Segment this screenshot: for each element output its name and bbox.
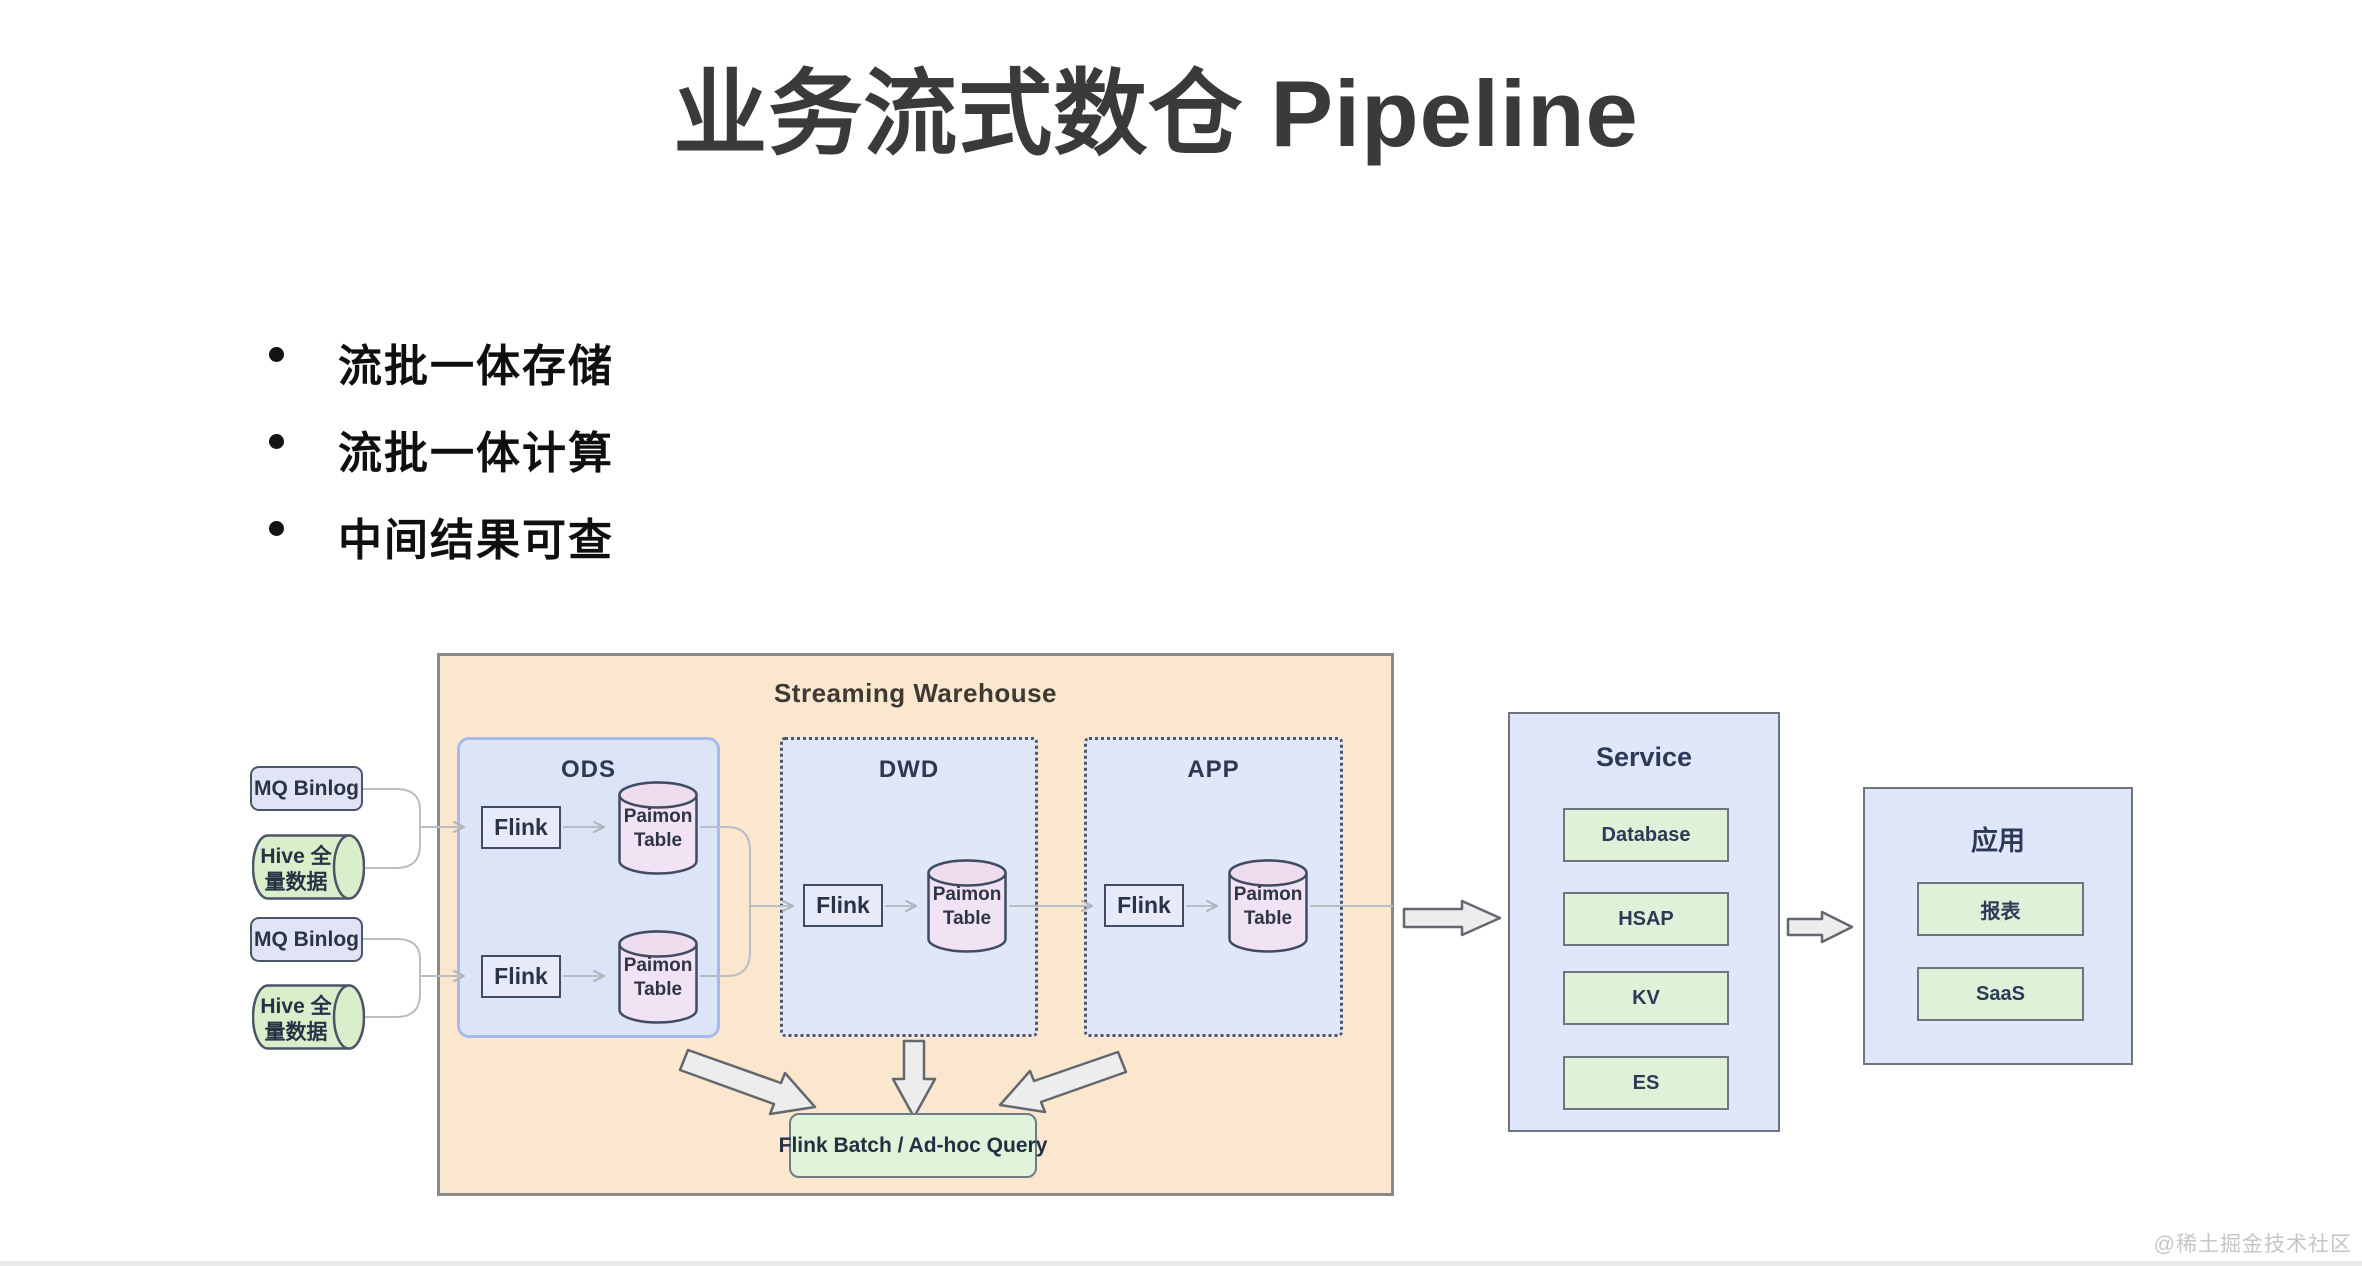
watermark: @稀土掘金技术社区 xyxy=(2153,1233,2352,1256)
cylinder-shape-icon xyxy=(618,781,698,875)
hive-label: Hive 全量数据 xyxy=(260,845,332,895)
batch-query-node: Flink Batch / Ad-hoc Query xyxy=(779,1113,1047,1178)
mq-binlog-node: MQ Binlog xyxy=(250,917,363,962)
cylinder-shape-icon xyxy=(618,930,698,1024)
paimon-table-cylinder: Paimon Table xyxy=(618,930,698,1024)
flink-node: Flink xyxy=(1104,884,1184,927)
bullet-dot-icon xyxy=(269,521,284,536)
app-zone-label: APP xyxy=(1187,756,1240,783)
service-panel-title: Service xyxy=(1595,742,1693,772)
service-item: ES xyxy=(1563,1056,1729,1110)
bullet-text: 流批一体计算 xyxy=(338,429,614,478)
page-title: 业务流式数仓 Pipeline xyxy=(673,61,1639,166)
paimon-label: Paimon Table xyxy=(932,884,1002,929)
application-panel-title: 应用 xyxy=(1971,826,2025,856)
bullet-text: 中间结果可查 xyxy=(338,516,614,565)
cylinder-shape-icon xyxy=(1228,859,1308,953)
service-item: KV xyxy=(1563,971,1729,1025)
block-arrow-to-application-icon xyxy=(1786,910,1854,944)
bullet-item: 流批一体计算 xyxy=(269,417,614,481)
cylinder-shape-icon xyxy=(927,859,1007,953)
paimon-label: Paimon Table xyxy=(623,806,693,851)
ods-zone-label: ODS xyxy=(560,756,616,783)
flink-node: Flink xyxy=(481,806,561,849)
bullet-text: 流批一体存储 xyxy=(338,342,614,391)
service-panel: Service Database HSAP KV ES xyxy=(1508,712,1780,1132)
hive-data-cylinder: Hive 全量数据 xyxy=(252,984,365,1050)
service-item: HSAP xyxy=(1563,892,1729,946)
bullet-dot-icon xyxy=(269,347,284,362)
bullet-dot-icon xyxy=(269,434,284,449)
paimon-table-cylinder: Paimon Table xyxy=(618,781,698,875)
application-panel: 应用 报表 SaaS xyxy=(1863,787,2133,1065)
flink-node: Flink xyxy=(481,955,561,998)
cylinder-shape-icon xyxy=(252,984,365,1050)
mq-binlog-node: MQ Binlog xyxy=(250,766,363,811)
bullet-item: 流批一体存储 xyxy=(269,330,614,394)
cylinder-shape-icon xyxy=(252,834,365,900)
paimon-label: Paimon Table xyxy=(1233,884,1303,929)
dwd-zone-label: DWD xyxy=(878,756,940,783)
paimon-table-cylinder: Paimon Table xyxy=(1228,859,1308,953)
bottom-edge-strip xyxy=(0,1261,2362,1266)
flink-node: Flink xyxy=(803,884,883,927)
paimon-label: Paimon Table xyxy=(623,955,693,1000)
bullet-item: 中间结果可查 xyxy=(269,504,614,568)
application-item: 报表 xyxy=(1917,882,2084,936)
block-arrow-to-service-icon xyxy=(1402,899,1502,937)
streaming-warehouse-title: Streaming Warehouse xyxy=(773,678,1058,708)
service-item: Database xyxy=(1563,808,1729,862)
paimon-table-cylinder: Paimon Table xyxy=(927,859,1007,953)
application-item: SaaS xyxy=(1917,967,2084,1021)
hive-data-cylinder: Hive 全量数据 xyxy=(252,834,365,900)
hive-label: Hive 全量数据 xyxy=(260,995,332,1045)
